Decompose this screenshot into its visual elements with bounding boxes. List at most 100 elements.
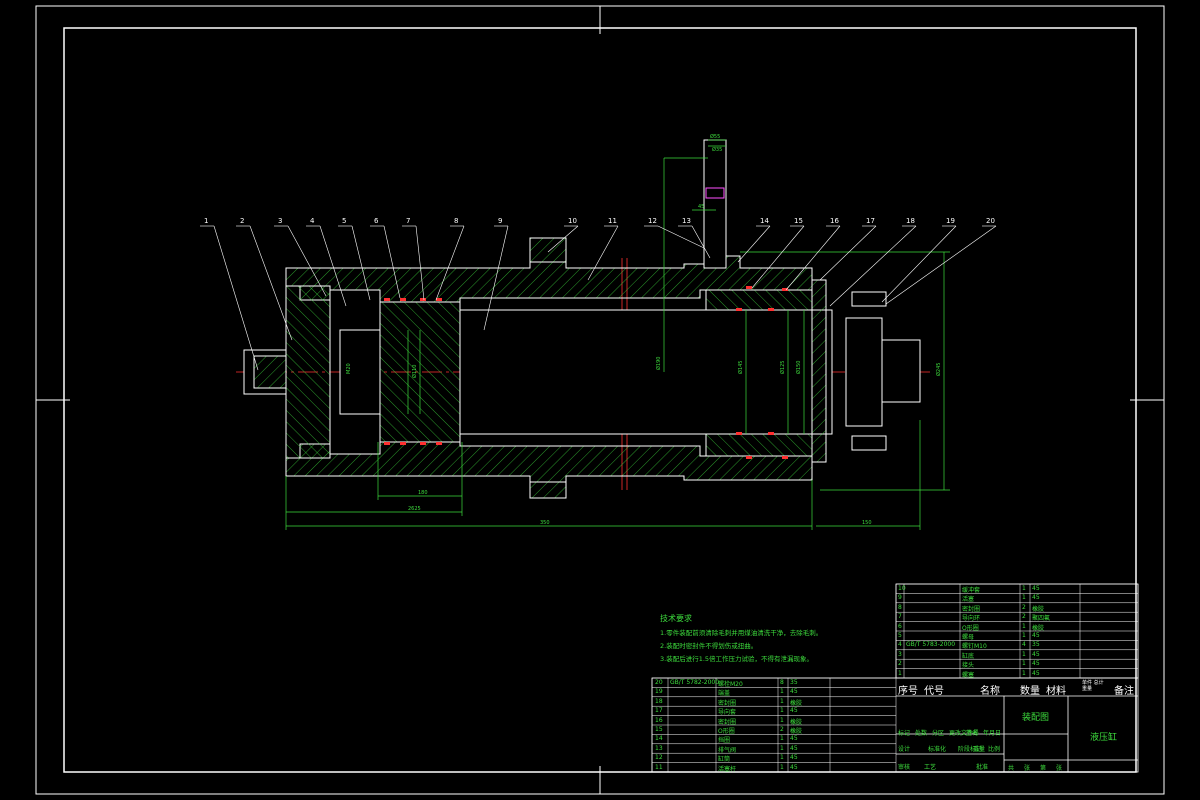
bom-right-no: 10 [898,585,906,592]
sign-row-cell: 签名 [966,730,979,737]
sign-row3-cell: 工艺 [924,764,937,771]
bom-left-no: 14 [655,735,663,743]
bom-right-qty: 1 [1022,622,1026,630]
bom-left-no: 18 [655,697,663,705]
bom-left-qty: 1 [780,716,784,724]
bom-right-no: 5 [898,632,902,639]
balloon-9: 9 [498,217,502,225]
balloon-19: 19 [946,217,955,225]
bom-right-no: 8 [898,603,902,611]
sign-row2-cell: 设计 [898,746,911,753]
bom-right-material: 45 [1032,632,1040,639]
balloon-16: 16 [830,217,839,225]
bom-right-material: 45 [1032,650,1040,658]
sheet-cell: 张 [1056,765,1063,772]
bom-left-name: 挡圈 [718,737,731,745]
bom-left-material: 35 [790,679,798,686]
bom-left-qty: 2 [780,726,784,733]
bom-left-material: 橡胶 [790,718,803,726]
bom-left-material: 45 [790,707,798,715]
bom-left-qty: 1 [780,735,784,743]
bom-left-name: O形圈 [718,728,735,735]
bom-left-material: 45 [790,763,798,771]
bom-right-no: 7 [898,613,902,621]
svg-text:Ø245: Ø245 [935,363,942,376]
sign-row-cell: 处数 [915,730,928,737]
balloon-17: 17 [866,217,875,225]
bom-right-qty: 1 [1022,632,1026,639]
dimension-lines [285,139,950,530]
bom-right-name: 缸底 [962,652,975,660]
bom-left-qty: 1 [780,707,784,715]
leader-lines [200,225,997,371]
bom-left-no: 13 [655,744,663,752]
bom-left-name: 密封圈 [718,718,737,726]
svg-text:Ø145: Ø145 [737,361,744,374]
bom-left-no: 20 [655,679,663,686]
bom-right-qty: 1 [1022,650,1026,658]
sign-row2-cell: 比例 [988,746,1001,753]
sheet-frame [35,5,1165,795]
svg-text:M20: M20 [346,363,352,374]
product-name: 液压缸 [1090,733,1118,743]
bom-left-name: 缸筒 [718,756,731,764]
bom-right-name: O形圈 [962,624,979,632]
header-qty: 数量 [1020,686,1040,697]
sign-row-cell: 更改文件号 [949,730,980,737]
bom-right-name: 缓冲套 [962,587,981,594]
balloon-12: 12 [648,217,657,225]
bom-left-no: 12 [655,754,663,762]
svg-text:150: 150 [862,520,872,526]
bom-right-name: 螺塞 [962,671,975,679]
bom-right-material: 45 [1032,594,1040,602]
bom-right-no: 9 [898,594,902,602]
bom-left-qty: 1 [780,697,784,705]
sheet-cell: 第 [1040,765,1047,772]
bom-right-material: 45 [1032,585,1040,592]
balloon-4: 4 [310,217,315,225]
bom-left-qty: 1 [780,754,784,762]
bom-right-qty: 1 [1022,585,1026,592]
bom-left-no: 16 [655,716,663,724]
bom-right-no: 4 [898,641,902,649]
bom-right-qty: 2 [1022,603,1026,611]
bom-left-material: 橡胶 [790,699,803,707]
bom-right-name: 螺母 [962,634,975,641]
bom-left-material: 45 [790,754,798,762]
bom-right-no: 1 [898,669,902,677]
cylinder-body [243,139,921,499]
bom-right-no: 3 [898,650,902,658]
seal-marks [384,286,788,459]
bom-left-no: 15 [655,726,663,733]
svg-text:Ø150: Ø150 [795,361,802,374]
bom-left-material: 橡胶 [790,728,803,735]
sheet-cell: 张 [1024,765,1031,772]
svg-text:Ø35: Ø35 [712,146,722,153]
balloon-10: 10 [568,217,577,225]
sign-row2-cell: 阶段标记 [958,746,983,753]
bom-right-material: 橡胶 [1032,605,1045,613]
bom-right-name: 密封圈 [962,605,981,613]
drawing-name: 装配图 [1022,713,1050,723]
balloon-18: 18 [906,217,915,225]
bom-left-qty: 1 [780,763,784,771]
svg-text:45: 45 [698,204,704,210]
bom-left-material: 45 [790,688,798,696]
header-material: 材料 [1046,686,1066,697]
tech-line-3: 3.装配后进行1.5倍工作压力试验，不得有泄漏现象。 [660,655,814,663]
balloon-15: 15 [794,217,803,225]
bom-right-code: GB/T 5783-2000 [906,641,956,649]
balloon-13: 13 [682,217,691,225]
sign-row3-cell: 审核 [898,764,911,771]
tech-line-2: 2.装配时密封件不得划伤或扭曲。 [660,642,758,650]
bom-grid [651,583,1139,773]
balloon-2: 2 [240,217,244,225]
header-name: 名称 [980,686,1000,697]
balloon-14: 14 [760,217,769,225]
tech-title: 技术要求 [660,614,692,623]
bom-right-material: 橡胶 [1032,624,1045,632]
bom-left-name: 密封圈 [718,699,737,707]
balloon-3: 3 [278,217,282,225]
bom-left-no: 11 [655,763,663,771]
bom-right-qty: 4 [1022,641,1026,649]
